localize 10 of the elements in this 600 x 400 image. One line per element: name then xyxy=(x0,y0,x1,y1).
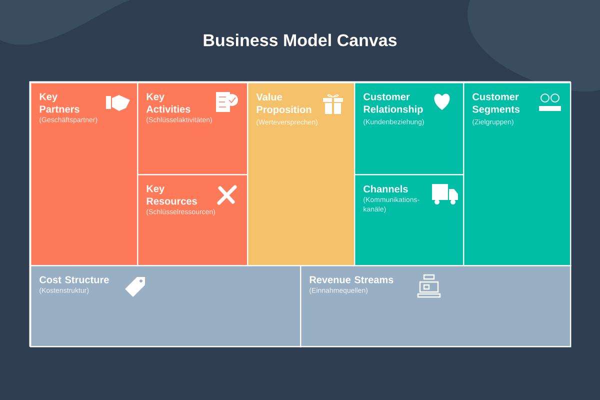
title: Business Model Canvas xyxy=(204,34,397,46)
cell-heading: Customer Relationship xyxy=(364,93,423,115)
cell-heading: Key Resources xyxy=(146,185,197,205)
cell-heading: Key Partners xyxy=(40,93,80,113)
cell-heading: Customer Segments xyxy=(472,93,520,115)
cell-heading: Revenue Streams xyxy=(310,276,394,284)
cell-heading: Key Activities xyxy=(146,93,190,113)
cell-heading: Channels xyxy=(364,185,408,193)
cell-heading: Cost Structure xyxy=(40,276,109,284)
cell-heading: Value Proposition xyxy=(256,93,312,116)
